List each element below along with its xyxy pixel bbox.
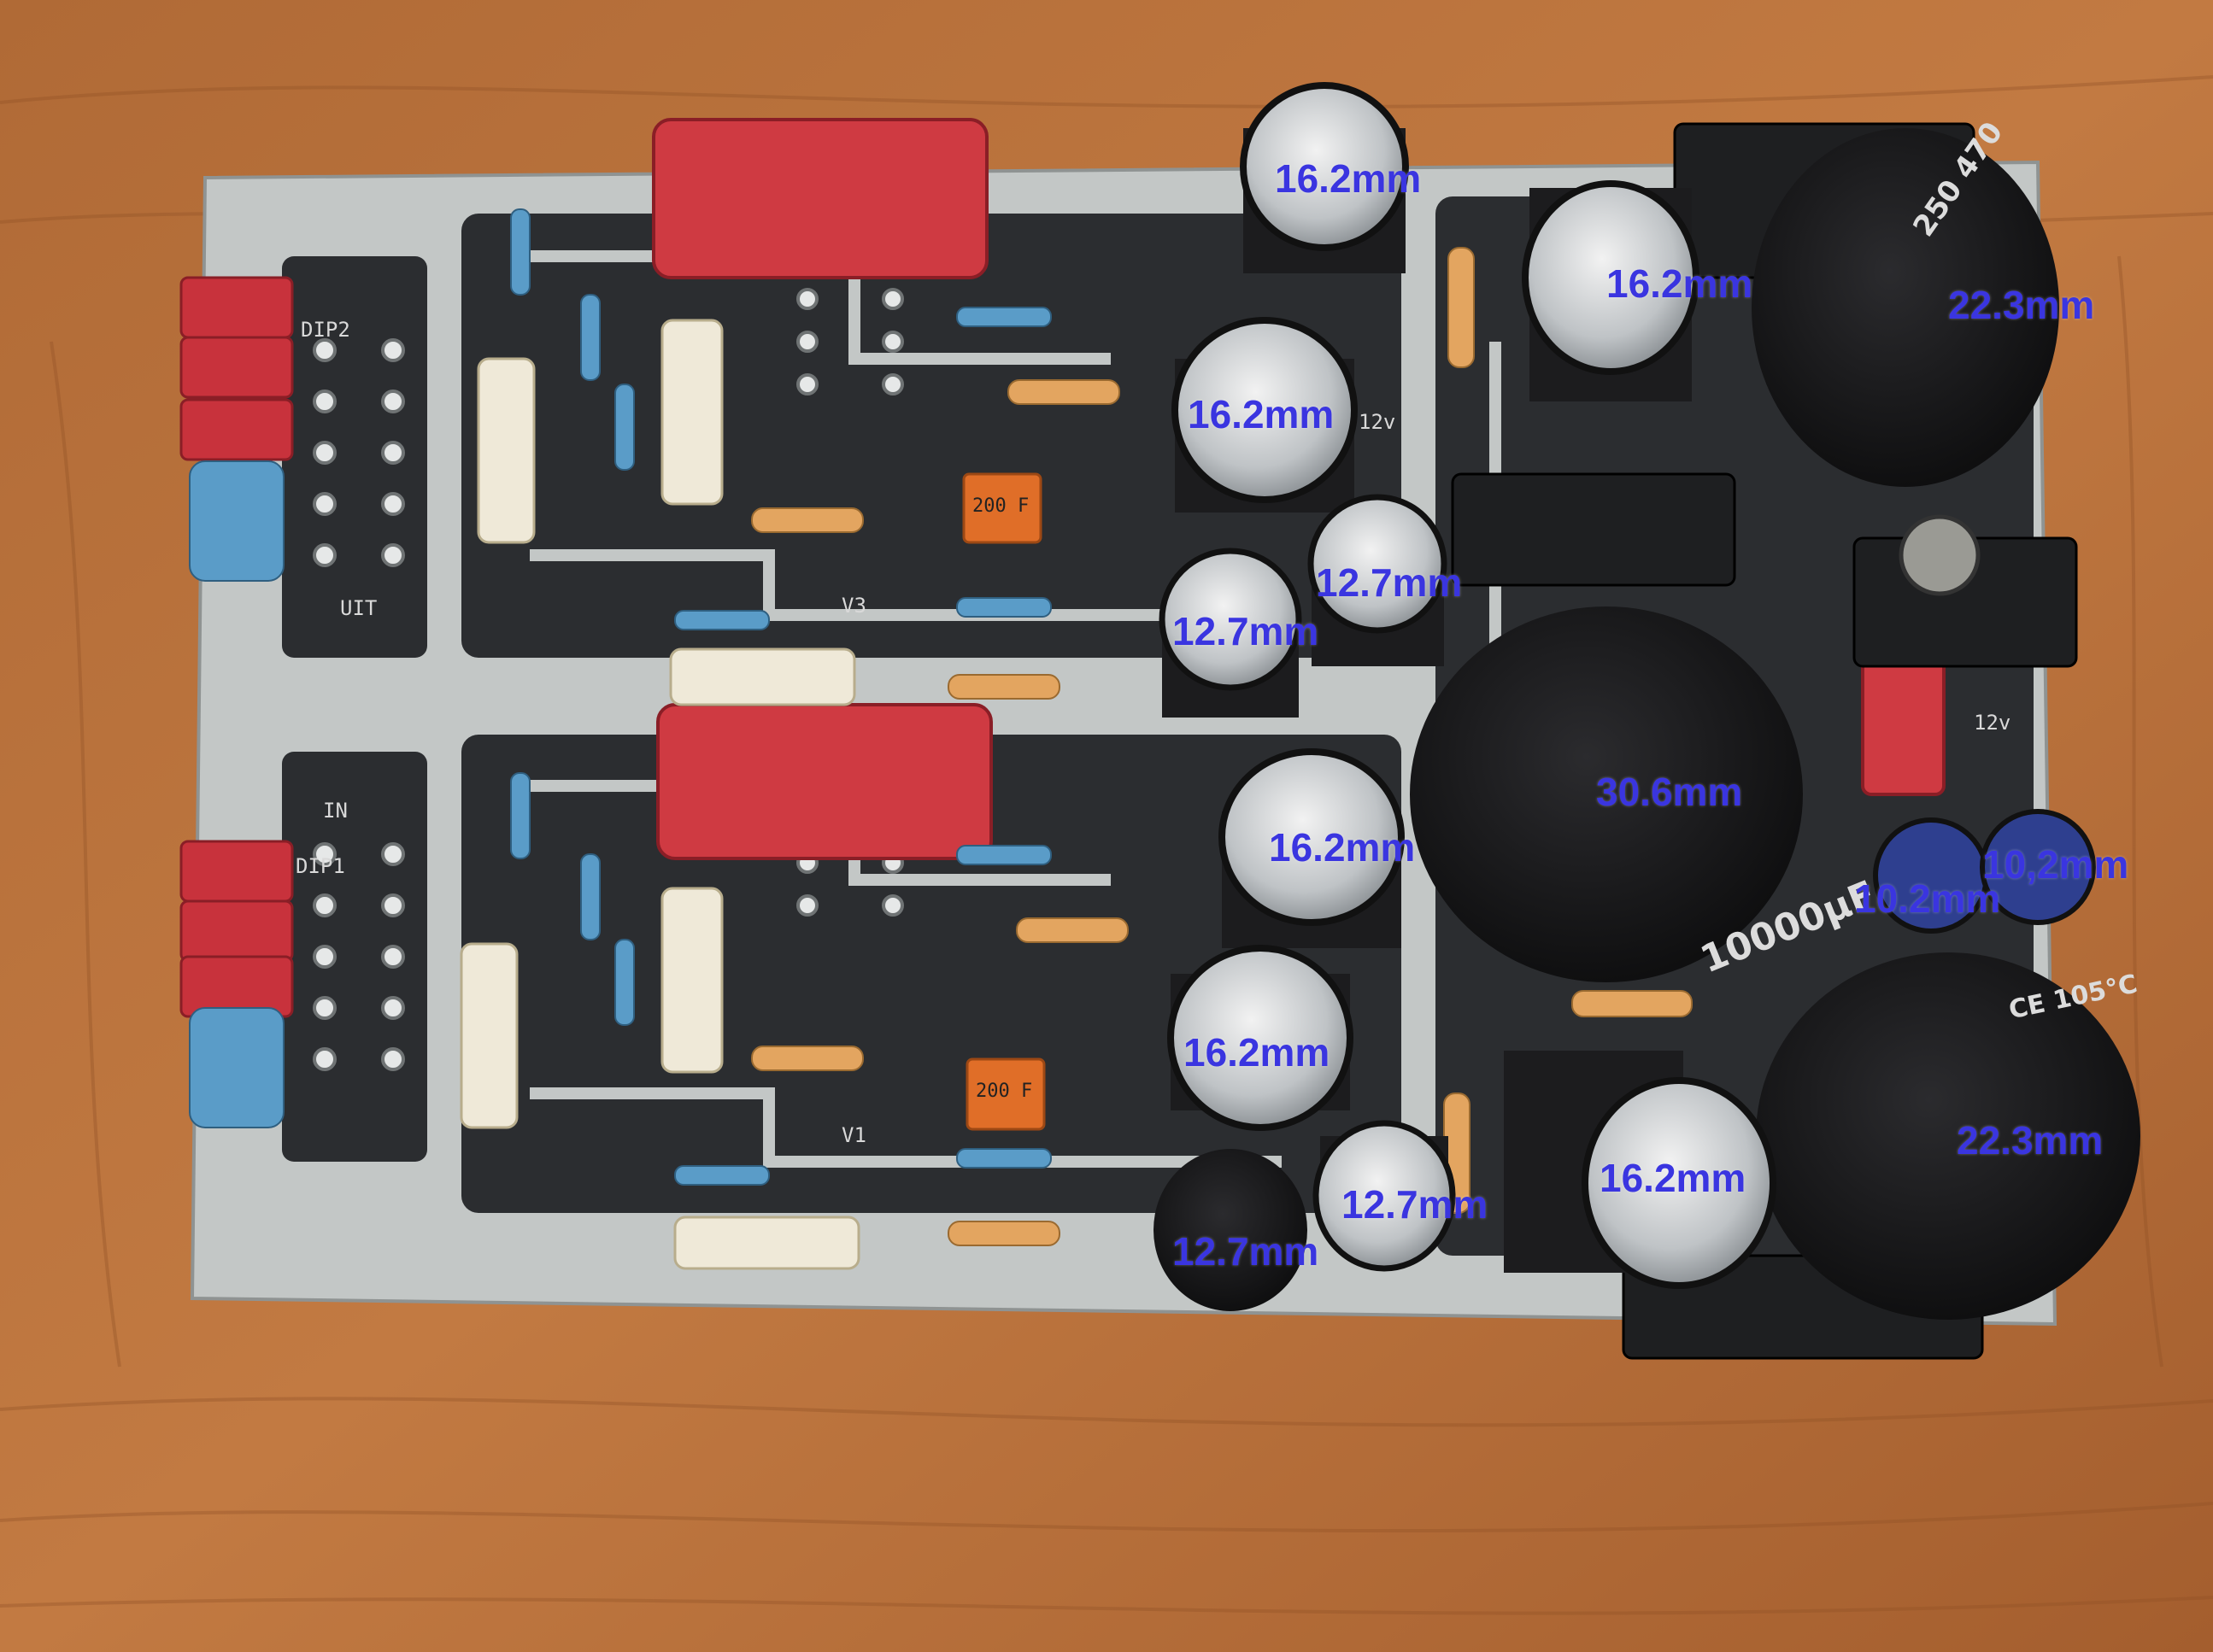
silk-12v-top: 12v	[1359, 410, 1396, 434]
cap-low-4-label: 12.7mm	[1341, 1182, 1488, 1227]
orange-cap-1-print: 200 F	[972, 495, 1030, 517]
cap-mid-4-label: 16.2mm	[1269, 825, 1416, 870]
cap-mid-3-body	[1159, 548, 1302, 718]
cap-low-3-label: 16.2mm	[1600, 1156, 1746, 1200]
silk-v1: V1	[842, 1123, 866, 1147]
cap-big-body	[1410, 606, 1803, 982]
cap-big-label: 30.6mm	[1596, 770, 1743, 814]
orange-cap-2-print: 200 F	[976, 1081, 1033, 1102]
cap-low-1-label: 16.2mm	[1183, 1030, 1330, 1075]
orange-caps	[962, 472, 1046, 1131]
resistor-array-left	[189, 460, 285, 1128]
cap-low-3-body	[1504, 1051, 1776, 1289]
silk-uit: UIT	[340, 596, 378, 620]
cap-mid-1-body	[1171, 317, 1358, 513]
silk-in: IN	[323, 799, 348, 823]
cap-small-1-body	[1980, 809, 2096, 925]
cap-small-2-label: 10.2mm	[1854, 876, 2001, 921]
cap-mid-4-body	[1218, 748, 1405, 948]
cap-mid-3-label: 12.7mm	[1172, 609, 1319, 653]
white-film-caps	[460, 319, 860, 1270]
cap-top-1-body	[1240, 82, 1409, 273]
cap-low-4-body	[1312, 1120, 1456, 1272]
silk-dip1: DIP1	[296, 854, 345, 878]
cap-top-1-label: 16.2mm	[1275, 156, 1422, 201]
cap-low-2-body	[1756, 952, 2140, 1320]
cap-small-1-label: 10,2mm	[1982, 842, 2129, 887]
silk-dip2: DIP2	[301, 318, 350, 342]
cap-low-1-body	[1167, 945, 1353, 1131]
resistors	[510, 208, 1693, 1246]
cap-top-3-label: 22.3mm	[1948, 283, 2095, 327]
cap-low-5-body	[1153, 1149, 1307, 1311]
red-wima-caps	[652, 118, 1946, 860]
cap-top-2-body	[1522, 180, 1699, 401]
trimmer-pot	[1899, 514, 1981, 596]
cap-mid-2-body	[1307, 494, 1447, 666]
cap-mid-2-label: 12.7mm	[1316, 560, 1463, 605]
cap-mid-1-label: 16.2mm	[1188, 392, 1335, 436]
cap-top-2-label: 16.2mm	[1606, 261, 1753, 306]
cap-top-3-body	[1752, 128, 2059, 487]
electrolytic-caps	[1153, 82, 2140, 1320]
cap-low-5-label: 12.7mm	[1172, 1229, 1319, 1274]
silk-12v-mid: 12v	[1974, 711, 2011, 735]
cap-low-2-label: 22.3mm	[1957, 1118, 2104, 1163]
silk-v3: V3	[842, 594, 866, 618]
